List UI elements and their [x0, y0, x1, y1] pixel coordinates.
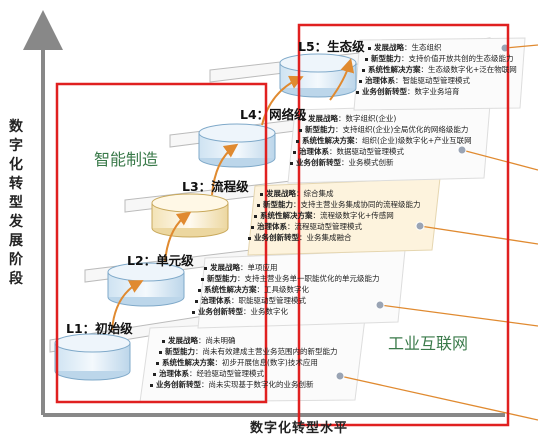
level-title-l5: L5：生态级: [298, 39, 365, 54]
level-desc-l3: 发展战略：综合集成 新型能力：支持主营业务集成协同的流程级能力 系统性解决方案：…: [248, 188, 421, 243]
level-desc-l5: 发展战略：生态组织 新型能力：支持价值开放共创的生态级能力 系统性解决方案：生态…: [356, 42, 517, 97]
level-title-l2: L2：单元级: [127, 253, 194, 268]
x-axis-label: 数字化转型水平: [250, 421, 349, 436]
cylinder-l2: [107, 262, 185, 307]
leader-dots: [335, 43, 510, 381]
left-highlight-box: [55, 82, 268, 404]
info-panels: [139, 37, 526, 403]
level-title-l3: L3：流程级: [182, 179, 249, 194]
industrial-internet-label: 工业互联网: [388, 334, 469, 353]
cylinder-l3: [151, 193, 229, 238]
cylinder-l5: [279, 53, 357, 98]
smart-manufacturing-label: 智能制造: [94, 150, 159, 169]
level-desc-l1: 发展战略：尚未明确 新型能力：尚未有效建成主营业务范围内的新型能力 系统性解决方…: [150, 335, 338, 390]
right-highlight-box: [297, 23, 510, 427]
level-title-l1: L1：初始级: [66, 321, 133, 336]
leader-lines: [339, 44, 538, 421]
level-desc-l4: 发展战略：数字组织(企业) 新型能力：支持组织(企业)全局优化的网络级能力 系统…: [290, 113, 472, 168]
progress-arrows: [111, 58, 355, 331]
level-title-l4: L4：网络级: [240, 107, 307, 122]
y-axis-label: 数字化转型发展阶段: [9, 119, 23, 287]
cylinder-l1: [54, 333, 131, 381]
level-desc-l2: 发展战略：单项应用 新型能力：支持主营业务单一职能优化的单元级能力 系统性解决方…: [192, 262, 380, 317]
cylinder-l4: [198, 123, 276, 168]
